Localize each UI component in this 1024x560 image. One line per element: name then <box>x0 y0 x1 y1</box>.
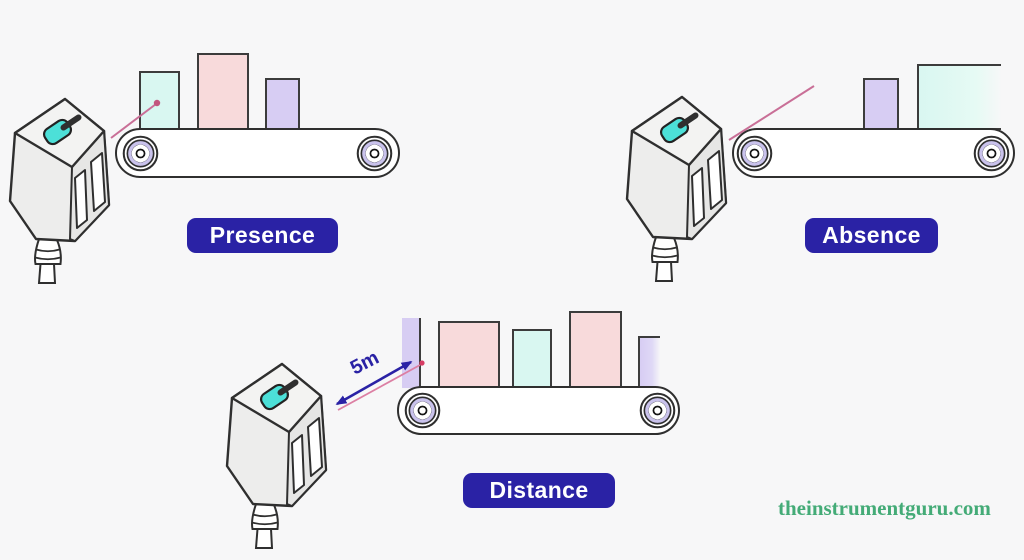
absence-label: Absence <box>805 218 938 253</box>
distance-label: Distance <box>463 473 615 508</box>
watermark: theinstrumentguru.com <box>778 496 991 520</box>
laser-sensor-icon <box>222 357 334 549</box>
box-cyan <box>512 329 552 388</box>
box-lavender-partial <box>638 336 660 388</box>
box-lavender <box>863 78 899 130</box>
conveyor-wheel <box>122 135 159 172</box>
laser-sensor-icon <box>622 90 734 282</box>
conveyor-wheel <box>973 135 1010 172</box>
box-cyan <box>139 71 180 130</box>
conveyor-wheel <box>356 135 393 172</box>
conveyor-wheel <box>404 392 441 429</box>
distance-measurement: 5m <box>346 346 383 380</box>
box-pink <box>438 321 500 388</box>
box-lavender <box>265 78 300 130</box>
conveyor-belt <box>115 128 400 178</box>
box-pink <box>197 53 249 130</box>
presence-label: Presence <box>187 218 338 253</box>
conveyor-wheel <box>736 135 773 172</box>
box-cyan <box>917 64 1001 130</box>
laser-sensor-icon <box>5 92 117 284</box>
conveyor-belt <box>397 386 680 435</box>
conveyor-wheel <box>639 392 676 429</box>
box-lavender-partial <box>402 318 421 388</box>
box-pink <box>569 311 622 388</box>
conveyor-belt <box>732 128 1015 178</box>
